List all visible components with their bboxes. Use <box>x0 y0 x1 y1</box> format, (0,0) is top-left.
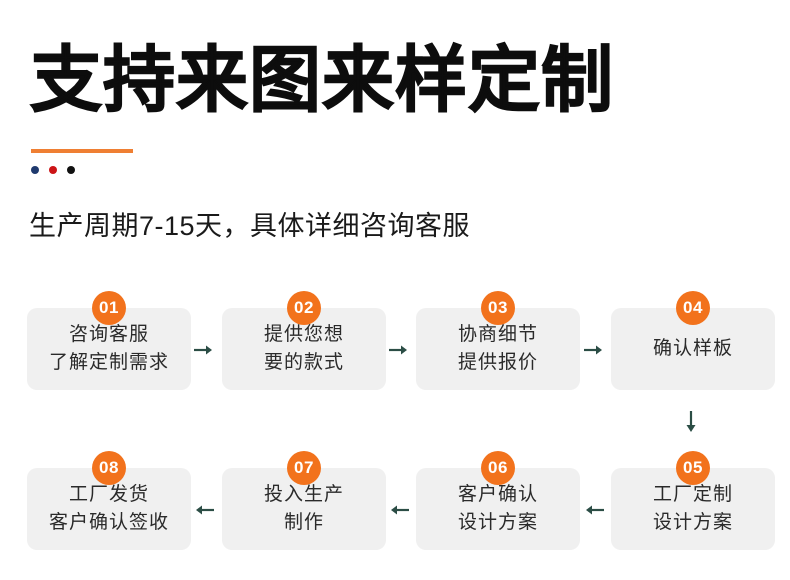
arrow-02-to-03-icon <box>388 341 410 359</box>
flow-step-01[interactable]: 01 咨询客服 了解定制需求 <box>27 291 191 390</box>
step-label-line: 协商细节 <box>457 324 538 345</box>
step-badge-03: 03 <box>481 291 515 325</box>
step-label-line: 了解定制需求 <box>48 352 169 373</box>
step-body-02: 提供您想 要的款式 <box>222 308 386 390</box>
step-body-03: 协商细节 提供报价 <box>416 308 580 390</box>
page-subtitle: 生产周期7-15天，具体详细咨询客服 <box>29 211 471 241</box>
arrow-04-to-05-icon <box>682 410 700 436</box>
step-label-line: 要的款式 <box>263 352 344 373</box>
flow-step-03[interactable]: 03 协商细节 提供报价 <box>416 291 580 390</box>
step-badge-04: 04 <box>676 291 710 325</box>
step-label-line: 投入生产 <box>263 484 344 505</box>
step-body-01: 咨询客服 了解定制需求 <box>27 308 191 390</box>
step-label-line: 确认样板 <box>652 338 733 359</box>
arrow-05-to-06-icon <box>583 501 605 519</box>
step-label-line: 提供您想 <box>263 324 344 345</box>
step-badge-02: 02 <box>287 291 321 325</box>
step-badge-01: 01 <box>92 291 126 325</box>
step-label-line: 客户确认签收 <box>48 512 169 533</box>
flow-step-05[interactable]: 05 工厂定制 设计方案 <box>611 451 775 550</box>
step-label-line: 提供报价 <box>457 352 538 373</box>
arrow-03-to-04-icon <box>583 341 605 359</box>
arrow-06-to-07-icon <box>388 501 410 519</box>
step-label-line: 设计方案 <box>652 512 733 533</box>
dot-red-icon <box>49 166 57 174</box>
arrow-01-to-02-icon <box>193 341 215 359</box>
accent-underline <box>31 149 133 153</box>
step-label-line: 制作 <box>283 512 324 533</box>
step-badge-06: 06 <box>481 451 515 485</box>
step-label-line: 咨询客服 <box>68 324 149 345</box>
step-badge-05: 05 <box>676 451 710 485</box>
step-badge-08: 08 <box>92 451 126 485</box>
step-body-04: 确认样板 <box>611 308 775 390</box>
flow-step-02[interactable]: 02 提供您想 要的款式 <box>222 291 386 390</box>
step-label-line: 设计方案 <box>457 512 538 533</box>
arrow-07-to-08-icon <box>193 501 215 519</box>
dot-black-icon <box>67 166 75 174</box>
flow-step-08[interactable]: 08 工厂发货 客户确认签收 <box>27 451 191 550</box>
page-title: 支持来图来样定制 <box>29 40 615 121</box>
step-body-07: 投入生产 制作 <box>222 468 386 550</box>
step-label-line: 工厂定制 <box>652 484 733 505</box>
flow-step-04[interactable]: 04 确认样板 <box>611 291 775 390</box>
flow-step-07[interactable]: 07 投入生产 制作 <box>222 451 386 550</box>
flow-step-06[interactable]: 06 客户确认 设计方案 <box>416 451 580 550</box>
decorative-dot-row <box>31 166 75 174</box>
step-badge-07: 07 <box>287 451 321 485</box>
step-body-06: 客户确认 设计方案 <box>416 468 580 550</box>
dot-navy-icon <box>31 166 39 174</box>
step-label-line: 工厂发货 <box>68 484 149 505</box>
step-label-line: 客户确认 <box>457 484 538 505</box>
step-body-08: 工厂发货 客户确认签收 <box>27 468 191 550</box>
step-body-05: 工厂定制 设计方案 <box>611 468 775 550</box>
